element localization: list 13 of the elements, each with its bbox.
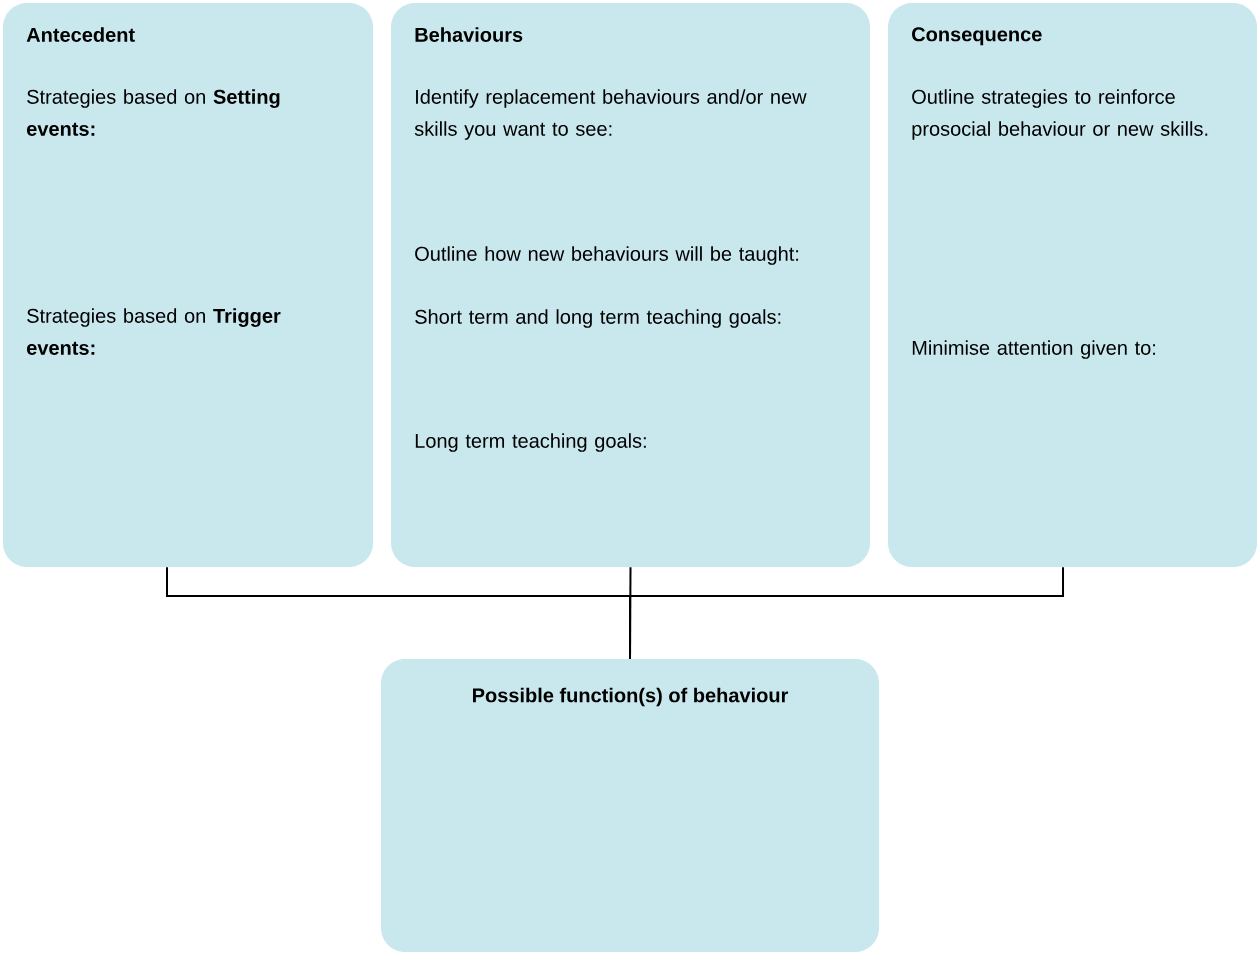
prompt-text: Short term and long term teaching goals:: [415, 309, 781, 328]
prompt-text: Identify replacement behaviours and/or new skills you want to see:: [414, 89, 807, 140]
prompt-text: Outline how new behaviours will be taught:: [415, 246, 799, 265]
connector-line: [629, 566, 1064, 660]
prompt-text: Strategies based on Setting events:: [27, 89, 280, 136]
panel-heading: Possible function(s) of behaviour: [473, 687, 789, 707]
prompt-text: Minimise attention given to:: [912, 340, 1155, 359]
panel-heading: Consequence: [912, 27, 1042, 46]
prompt-text: Long term teaching goals:: [415, 433, 646, 452]
panel-heading: Antecedent: [26, 27, 135, 42]
panel-heading: Behaviours: [415, 27, 523, 42]
prompt-text: Outline strategies to reinforce prosocial behaviour or new skills.: [912, 89, 1208, 140]
prompt-text: Strategies based on Trigger events:: [27, 308, 281, 355]
